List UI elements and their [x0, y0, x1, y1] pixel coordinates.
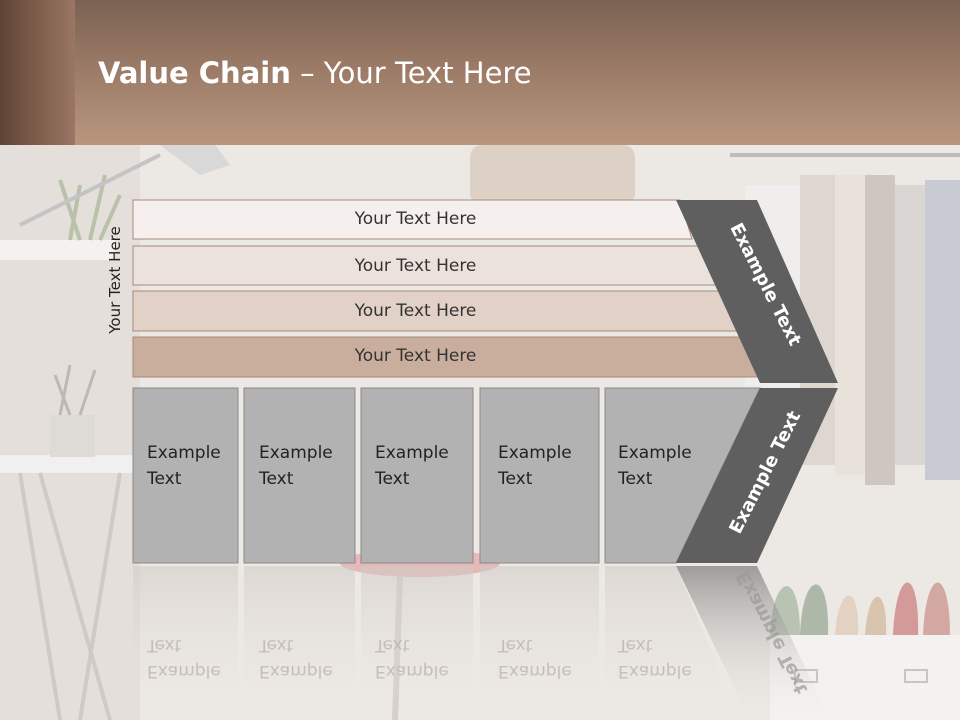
- row-label-3: Your Text Here: [354, 301, 477, 321]
- cell-2: [243, 387, 356, 564]
- cell-label-reflection: Example Text: [375, 635, 449, 681]
- row-label-2: Your Text Here: [354, 256, 477, 276]
- row-label-4: Your Text Here: [354, 346, 477, 366]
- cell-label-reflection: Example Text: [147, 635, 221, 681]
- cell-reflection: [605, 566, 740, 720]
- header-band: [0, 0, 960, 145]
- row-band-1: [132, 199, 693, 240]
- header-accent: [0, 0, 75, 145]
- cell-label-3: Example Text: [375, 443, 449, 489]
- cell-reflection: [480, 566, 599, 720]
- row-label-1: Your Text Here: [354, 209, 477, 229]
- chevron-reflection: [676, 566, 830, 720]
- cell-label-reflection: Example Text: [618, 635, 692, 681]
- cell-label-reflection: Example Text: [498, 635, 572, 681]
- title-rest: – Your Text Here: [290, 56, 532, 90]
- cell-3: [360, 387, 474, 564]
- chevron-lower: [676, 388, 838, 563]
- cell-reflection: [133, 566, 238, 720]
- title-bold: Value Chain: [98, 56, 291, 90]
- cell-label-4: Example Text: [498, 443, 572, 489]
- cell-label-2: Example Text: [259, 443, 333, 489]
- cell-label-5: Example Text: [618, 443, 692, 489]
- cell-label-reflection: Example Text: [259, 635, 333, 681]
- cell-reflection: [244, 566, 355, 720]
- chevron-upper: [676, 200, 838, 383]
- cell-reflection: [361, 566, 473, 720]
- cell-4: [479, 387, 600, 564]
- cell-label-1: Example Text: [147, 443, 221, 489]
- cell-1: [132, 387, 239, 564]
- slide-title: Value Chain – Your Text Here: [98, 56, 532, 90]
